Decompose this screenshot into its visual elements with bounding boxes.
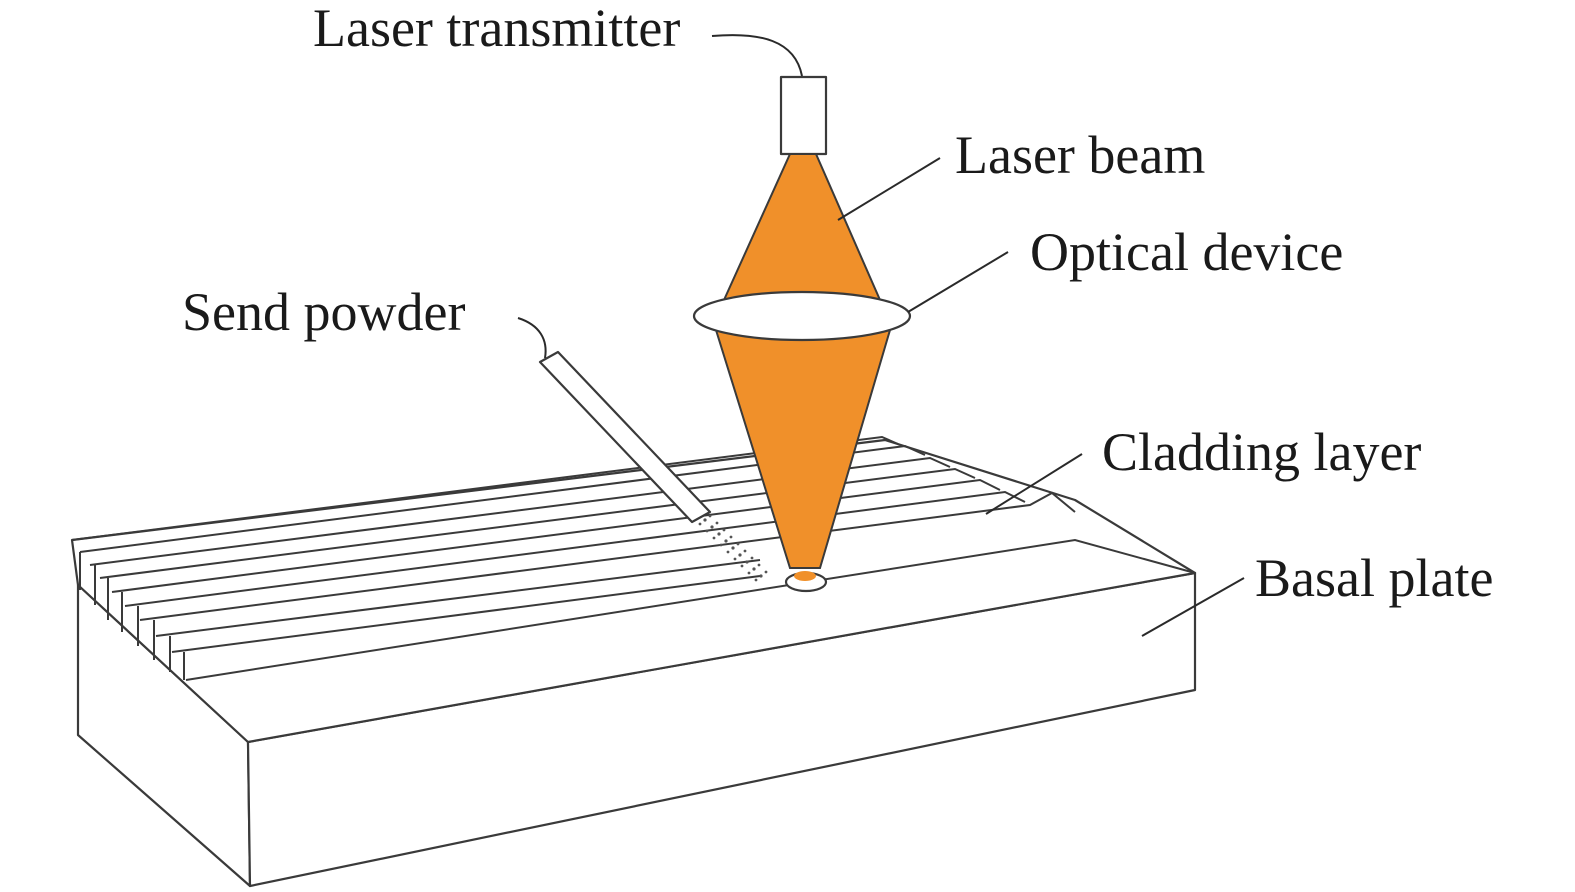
cladding-track-4: [99, 467, 976, 579]
transmitter-cable: [711, 34, 803, 77]
optical-device-lens: [692, 290, 912, 342]
optical-device-leader: [907, 251, 1009, 313]
cladding-track-5: [111, 478, 1001, 593]
label-send-powder: Send powder: [182, 282, 465, 342]
laser-transmitter-body: [779, 75, 828, 156]
melt-pool-hot-spot: [794, 571, 816, 581]
label-laser-beam: Laser beam: [955, 125, 1205, 185]
powder-nozzle-tube: [538, 350, 712, 524]
label-laser-transmitter: Laser transmitter: [313, 0, 680, 58]
cladding-track-6: [124, 490, 1026, 607]
cladding-track-8: [155, 559, 761, 637]
cladding-track-1: [71, 435, 899, 541]
cladding-track-3: [89, 456, 951, 566]
powder-feed-line: [517, 317, 547, 359]
basal-plate-leader: [1141, 577, 1245, 637]
cladding-layer-leader: [985, 453, 1083, 515]
cladding-track-10: [185, 538, 1196, 681]
label-cladding-layer: Cladding layer: [1102, 422, 1421, 482]
laser-beam-upper-cone: [722, 153, 882, 301]
cladding-track-7: [139, 491, 1076, 621]
powder-stream: [698, 514, 768, 582]
melt-pool: [784, 571, 828, 593]
cladding-track-9: [171, 575, 761, 653]
laser-beam-leader: [837, 157, 941, 221]
powder-nozzle: [517, 317, 768, 582]
basal-plate: [70, 438, 1197, 888]
cladding-layer: [71, 435, 1196, 681]
laser-transmitter: [711, 34, 828, 156]
label-basal-plate: Basal plate: [1255, 548, 1493, 608]
label-optical-device: Optical device: [1030, 222, 1343, 282]
cladding-track-2: [79, 444, 926, 553]
